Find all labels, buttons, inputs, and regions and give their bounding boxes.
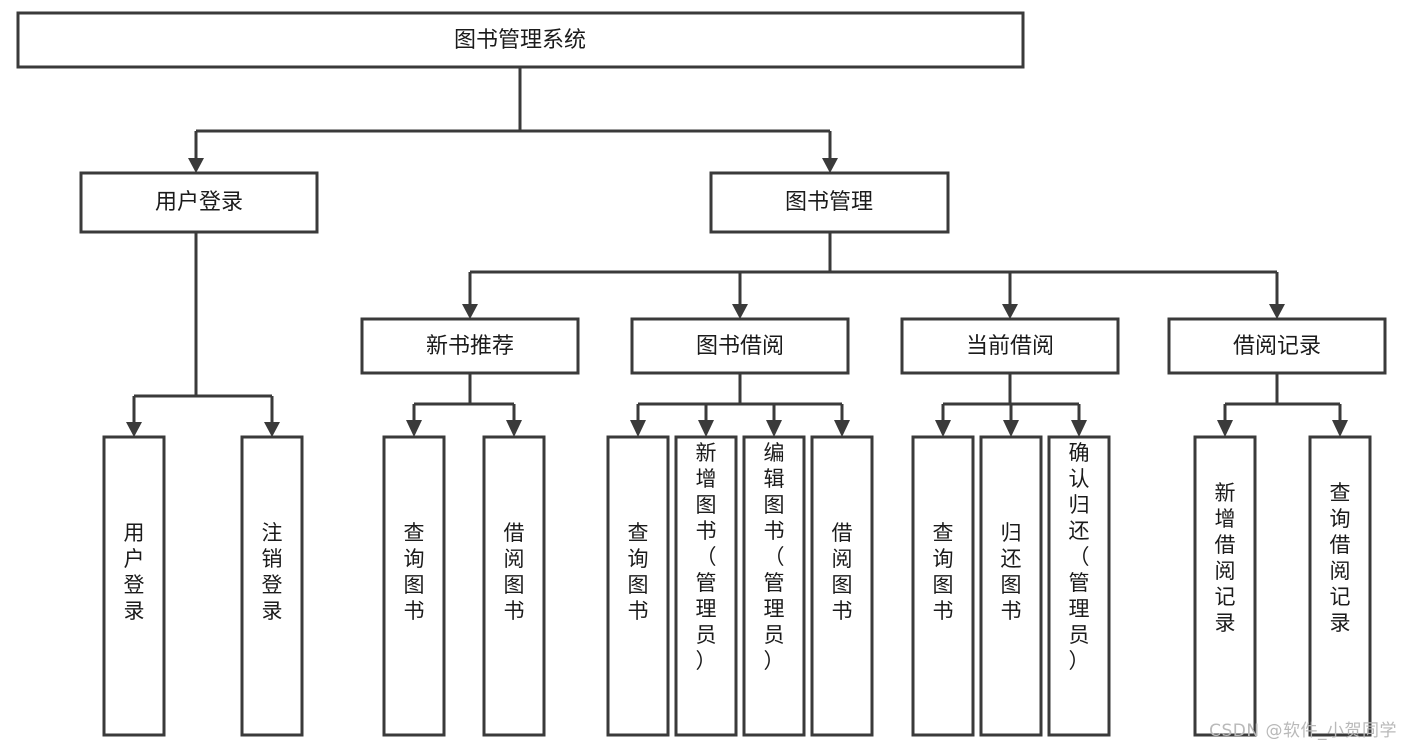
- node-current-borrow-box[interactable]: [900, 317, 1120, 375]
- leaf-logout-label: 注销登录: [262, 521, 283, 623]
- leaf-confirm-return-box[interactable]: [1047, 435, 1111, 737]
- arrow-head-leaf-edit-book: [766, 420, 782, 437]
- arrow-head-leaf-add-book: [698, 420, 714, 437]
- leaf-query-book-2-label: 查询图书: [628, 521, 649, 623]
- leaf-user-login-label: 用户登录: [124, 521, 145, 623]
- leaf-return-book-box[interactable]: [979, 435, 1043, 737]
- arrow-head-leaf-logout: [264, 422, 280, 437]
- arrow-head-leaf-query-book-1: [406, 420, 422, 437]
- leaf-add-record-label: 新增借阅记录: [1215, 481, 1236, 635]
- leaf-edit-book-box[interactable]: [742, 435, 806, 737]
- arrow-head-leaf-borrow-book-2: [834, 420, 850, 437]
- arrow-head-leaf-query-record: [1332, 420, 1348, 437]
- node-current-borrow[interactable]: 当前借阅: [900, 317, 1120, 375]
- leaf-query-book-1-box[interactable]: [382, 435, 446, 737]
- leaf-query-book-2[interactable]: 查询图书: [606, 435, 670, 737]
- leaf-logout-box[interactable]: [240, 435, 304, 737]
- node-root[interactable]: 图书管理系统: [16, 11, 1025, 69]
- leaf-user-login[interactable]: 用户登录: [102, 435, 166, 737]
- arrow-head-current-borrow: [1002, 304, 1018, 319]
- arrow-head-leaf-user-login: [126, 422, 142, 437]
- leaf-confirm-return[interactable]: 确认归还（管理员）: [1047, 435, 1111, 737]
- node-book-manage[interactable]: 图书管理: [709, 171, 950, 234]
- arrow-head-leaf-confirm-return: [1071, 420, 1087, 437]
- leaf-user-login-box[interactable]: [102, 435, 166, 737]
- node-borrow-record-box[interactable]: [1167, 317, 1387, 375]
- leaf-query-book-3[interactable]: 查询图书: [911, 435, 975, 737]
- node-user-login-box[interactable]: [79, 171, 319, 234]
- node-book-borrow[interactable]: 图书借阅: [630, 317, 850, 375]
- arrow-head-book-borrow: [732, 304, 748, 319]
- leaf-borrow-book-2[interactable]: 借阅图书: [810, 435, 874, 737]
- node-root-label: 图书管理系统: [454, 28, 586, 53]
- watermark-text: CSDN @软件_小贺同学: [1209, 721, 1397, 741]
- leaf-query-book-1-label: 查询图书: [404, 521, 425, 623]
- node-user-login[interactable]: 用户登录: [79, 171, 319, 234]
- leaf-query-book-1[interactable]: 查询图书: [382, 435, 446, 737]
- node-new-book-recommend[interactable]: 新书推荐: [360, 317, 580, 375]
- node-book-manage-label: 图书管理: [785, 190, 873, 215]
- leaf-add-book[interactable]: 新增图书（管理员）: [674, 435, 738, 737]
- node-borrow-record-label: 借阅记录: [1233, 334, 1321, 359]
- arrow-head-leaf-query-book-2: [630, 420, 646, 437]
- arrow-head-book-manage: [822, 158, 838, 173]
- arrow-head-borrow-record: [1269, 304, 1285, 319]
- node-root-box[interactable]: [16, 11, 1025, 69]
- leaf-logout[interactable]: 注销登录: [240, 435, 304, 737]
- leaf-borrow-book-1-box[interactable]: [482, 435, 546, 737]
- leaf-query-record[interactable]: 查询借阅记录: [1308, 435, 1372, 737]
- leaf-query-book-2-box[interactable]: [606, 435, 670, 737]
- leaf-confirm-return-label: 确认归还（管理员）: [1069, 441, 1090, 673]
- leaf-query-book-3-box[interactable]: [911, 435, 975, 737]
- node-borrow-record[interactable]: 借阅记录: [1167, 317, 1387, 375]
- node-new-book-recommend-label: 新书推荐: [426, 334, 514, 359]
- leaf-query-record-label: 查询借阅记录: [1330, 481, 1351, 635]
- arrow-head-new-book-recommend: [462, 304, 478, 319]
- leaf-borrow-book-1-label: 借阅图书: [504, 521, 525, 623]
- connector-layer: [126, 67, 1348, 437]
- node-book-borrow-box[interactable]: [630, 317, 850, 375]
- arrow-head-user-login: [188, 158, 204, 173]
- node-new-book-recommend-box[interactable]: [360, 317, 580, 375]
- arrow-head-leaf-return-book: [1003, 420, 1019, 437]
- leaf-add-record-box[interactable]: [1193, 435, 1257, 737]
- node-book-borrow-label: 图书借阅: [696, 334, 784, 359]
- node-current-borrow-label: 当前借阅: [966, 334, 1054, 359]
- node-book-manage-box[interactable]: [709, 171, 950, 234]
- leaf-borrow-book-1[interactable]: 借阅图书: [482, 435, 546, 737]
- node-user-login-label: 用户登录: [155, 190, 243, 215]
- arrow-head-leaf-query-book-3: [935, 420, 951, 437]
- leaf-add-record[interactable]: 新增借阅记录: [1193, 435, 1257, 737]
- leaf-edit-book-label: 编辑图书（管理员）: [764, 441, 785, 673]
- leaf-edit-book[interactable]: 编辑图书（管理员）: [742, 435, 806, 737]
- leaf-borrow-book-2-box[interactable]: [810, 435, 874, 737]
- leaf-add-book-label: 新增图书（管理员）: [696, 441, 717, 673]
- leaf-return-book[interactable]: 归还图书: [979, 435, 1043, 737]
- arrow-head-leaf-borrow-book-1: [506, 420, 522, 437]
- leaf-query-book-3-label: 查询图书: [933, 521, 954, 623]
- leaf-borrow-book-2-label: 借阅图书: [832, 521, 853, 623]
- leaf-return-book-label: 归还图书: [1001, 521, 1022, 623]
- leaf-add-book-box[interactable]: [674, 435, 738, 737]
- leaf-query-record-box[interactable]: [1308, 435, 1372, 737]
- arrow-head-leaf-add-record: [1217, 420, 1233, 437]
